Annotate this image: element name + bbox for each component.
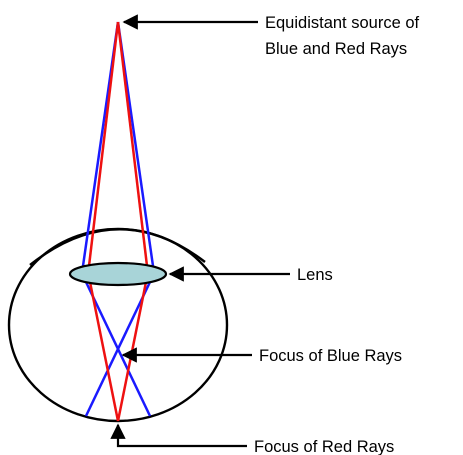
red-ray-right-incoming bbox=[116, 21, 149, 267]
red-focus-pointer-arrow bbox=[110, 423, 247, 448]
lens-label: Lens bbox=[297, 266, 333, 284]
cornea-outline bbox=[29, 228, 206, 266]
source-label-line2: Blue and Red Rays bbox=[265, 40, 407, 58]
blue-focus-label: Focus of Blue Rays bbox=[259, 347, 402, 365]
red-ray-left-incoming bbox=[87, 21, 120, 267]
source-label-line1: Equidistant source of bbox=[265, 14, 420, 32]
lens bbox=[68, 261, 168, 287]
blue-ray-right-refracted bbox=[84, 281, 152, 417]
incoming-rays bbox=[81, 21, 155, 267]
red-focus-label: Focus of Red Rays bbox=[254, 438, 394, 455]
eyeball-outline bbox=[7, 227, 229, 423]
refracted-rays bbox=[84, 281, 152, 422]
red-ray-left-refracted bbox=[88, 281, 120, 422]
